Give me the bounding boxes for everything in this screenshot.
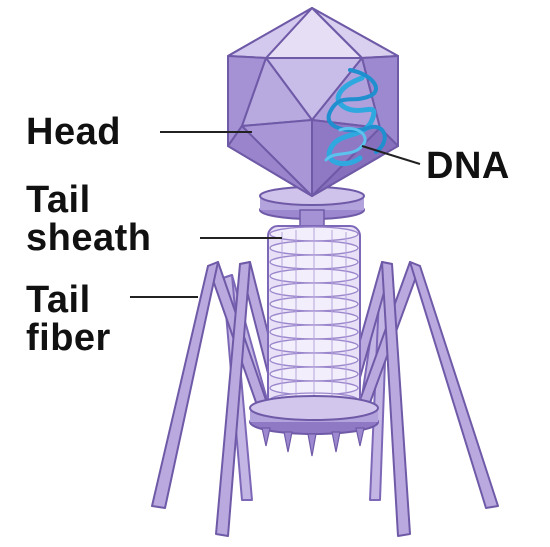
tail-fiber (152, 262, 218, 508)
capsid-head (228, 8, 398, 196)
base-plate (250, 396, 378, 456)
tail-fiber-label-line2: fiber (26, 318, 111, 358)
tail-fiber (410, 262, 498, 508)
tail-sheath (268, 226, 360, 408)
dna-label: DNA (426, 146, 510, 186)
tail-fiber-label-line1: Tail (26, 280, 91, 320)
tail-fibers-right (340, 262, 498, 536)
tail-sheath-label-line1: Tail (26, 180, 91, 220)
head-label: Head (26, 112, 121, 152)
tail-sheath-label-line2: sheath (26, 218, 151, 258)
